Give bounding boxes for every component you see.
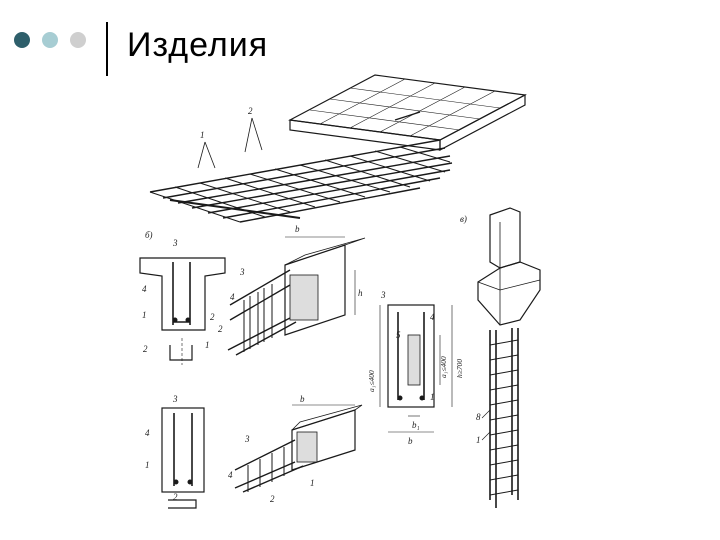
mesh-crossbars [149, 146, 451, 223]
part-c-section [379, 304, 453, 433]
b-upper-callout-3: 3 [172, 238, 178, 248]
b-cage-upper-callout-2: 2 [218, 324, 223, 334]
b-upper-callout-1: 1 [142, 310, 147, 320]
welded-mesh [149, 139, 453, 223]
b-dim-h-upper: h [358, 288, 363, 298]
part-a-callout-2: 2 [248, 106, 253, 116]
b-lower-callout-1: 1 [145, 460, 150, 470]
c-section-callout-3: 3 [380, 290, 386, 300]
b-cage-lower-callout-2: 2 [270, 494, 275, 504]
slab-top [288, 74, 527, 141]
part-c-column: в) 3 4 5 1 a₁≤400 a₁≤400 h≥700 b b₁ [367, 207, 541, 508]
part-c-column-body [477, 207, 541, 508]
header-decoration [14, 22, 108, 76]
part-b-beams: б) 3 4 1 2 2 3 4 1 2 [139, 224, 366, 509]
c-column-callout-1: 1 [476, 435, 481, 445]
b-lower-callout-2: 2 [173, 492, 178, 502]
b-lower-callout-3: 3 [172, 394, 178, 404]
part-c-tag: в) [460, 214, 467, 224]
b-cage-upper-callout-4: 4 [230, 292, 235, 302]
slide-title: Изделия [127, 26, 269, 64]
b-dim-b-upper: b [295, 224, 300, 234]
part-b-rect-section [161, 407, 205, 509]
b-dim-b-lower: b [300, 394, 305, 404]
b-upper-callout-2b: 2 [210, 312, 215, 322]
part-a-slab-mesh: 1 2 [149, 74, 527, 223]
part-b-upper-cage [227, 236, 366, 356]
c-section-callout-5: 5 [396, 330, 401, 340]
dot-grey [70, 32, 86, 48]
part-a-callout-1: 1 [200, 130, 205, 140]
c-section-callout-4: 4 [430, 312, 435, 322]
b-cage-upper-callout-3: 3 [239, 267, 245, 277]
c-dim-a1: a₁≤400 [439, 356, 448, 378]
b-cage-upper-callout-1: 1 [205, 340, 210, 350]
c-dim-b1: b₁ [412, 420, 420, 430]
part-b-lower-cage [234, 404, 363, 493]
c-dim-h: h≥700 [455, 359, 464, 378]
b-cage-lower-callout-4: 4 [228, 470, 233, 480]
b-upper-callout-4: 4 [142, 284, 147, 294]
dot-light [42, 32, 58, 48]
slab-inner-grid [309, 78, 501, 137]
part-a-leaders [197, 117, 263, 169]
b-lower-callout-4: 4 [145, 428, 150, 438]
dot-dark [14, 32, 30, 48]
c-dim-b: b [408, 436, 413, 446]
part-b-tag: б) [145, 230, 153, 240]
b-cage-lower-callout-3: 3 [244, 434, 250, 444]
c-section-callout-1: 1 [430, 392, 435, 402]
slab-side [439, 94, 526, 151]
part-b-t-section [139, 257, 226, 365]
c-dim-a-left: a₁≤400 [367, 370, 376, 392]
b-cage-lower-callout-1: 1 [310, 478, 315, 488]
b-upper-callout-2: 2 [143, 344, 148, 354]
c-column-callout-8: 8 [476, 412, 481, 422]
